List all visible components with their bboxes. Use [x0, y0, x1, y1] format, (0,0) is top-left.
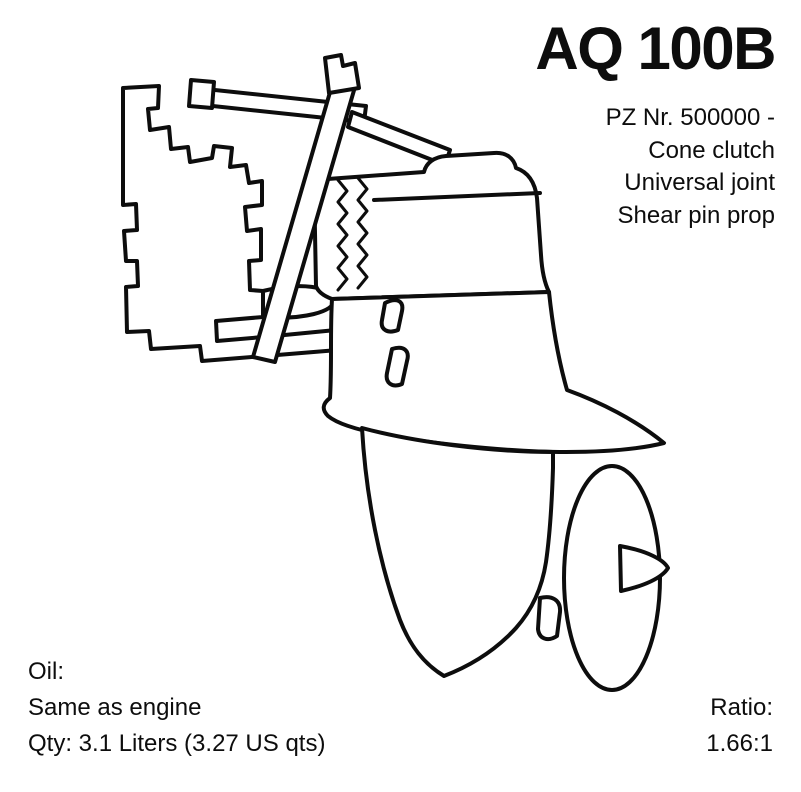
oil-info: Oil: Same as engine Qty: 3.1 Liters (3.2…: [28, 654, 325, 762]
transom-bracket: [121, 84, 266, 363]
strut-fork: [323, 53, 361, 95]
lower-gearcase: [360, 426, 555, 678]
upper-gear-housing: [312, 150, 551, 301]
intake-detail-lower: [384, 345, 410, 388]
oil-type: Same as engine: [28, 694, 202, 721]
mid-housing-plate: [321, 290, 666, 454]
spec-line-clutch: Cone clutch: [648, 136, 775, 164]
ratio-info: Ratio: 1.66:1: [706, 690, 773, 762]
model-title: AQ 100B: [535, 15, 776, 82]
intake-detail-upper: [379, 298, 405, 334]
ratio-label: Ratio:: [710, 694, 773, 721]
propeller-blade-side: [618, 544, 670, 593]
oil-quantity: Qty: 3.1 Liters (3.27 US qts): [28, 730, 326, 757]
spec-line-joint: Universal joint: [624, 169, 775, 196]
bellows-zigzag-2: [356, 176, 369, 290]
bellows-zigzag: [336, 178, 349, 292]
tilt-rod-knob: [187, 78, 216, 110]
spec-line-prop: Shear pin prop: [617, 201, 775, 229]
oil-label: Oil:: [28, 658, 64, 685]
spec-list: PZ Nr. 500000 - Cone clutch Universal jo…: [606, 102, 775, 232]
housing-seam: [372, 191, 542, 202]
propeller-hub: [536, 595, 563, 642]
spec-line-part-number: PZ Nr. 500000 -: [605, 104, 775, 131]
ratio-value: 1.66:1: [706, 730, 773, 757]
